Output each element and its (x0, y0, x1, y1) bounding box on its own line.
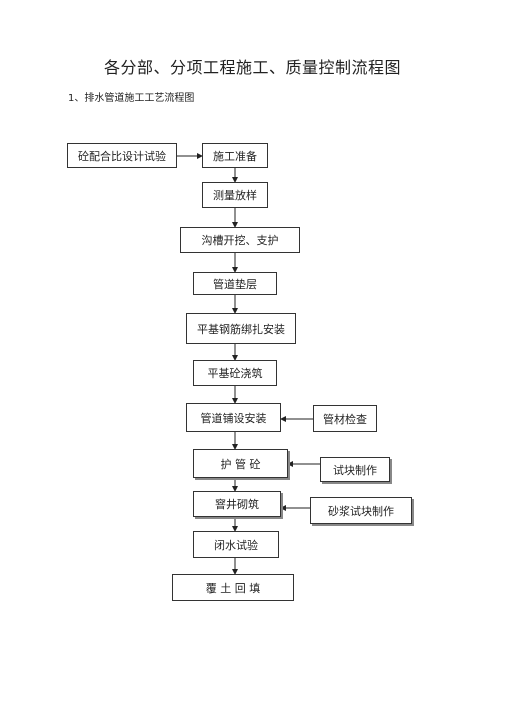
node-construction-prep: 施工准备 (202, 143, 268, 168)
node-trench-excavation: 沟槽开挖、支护 (180, 227, 300, 253)
node-test-block-making: 试块制作 (320, 457, 390, 482)
node-mortar-block-making: 砂浆试块制作 (310, 497, 412, 524)
node-base-concrete-pour: 平基砼浇筑 (193, 360, 277, 386)
node-pipe-cushion: 管道垫层 (193, 272, 277, 295)
node-survey-layout: 测量放样 (202, 182, 268, 208)
node-base-rebar-binding: 平基钢筋绑扎安装 (186, 313, 296, 344)
node-pipe-laying: 管道铺设安装 (186, 403, 281, 432)
page-title: 各分部、分项工程施工、质量控制流程图 (103, 58, 401, 77)
node-concrete-mix-test: 砼配合比设计试验 (67, 143, 177, 168)
node-pipe-inspection: 管材检查 (313, 405, 377, 432)
node-closed-water-test: 闭水试验 (193, 531, 279, 558)
node-pipe-protection-concrete: 护 管 砼 (193, 449, 288, 478)
node-manhole-masonry: 窨井砌筑 (193, 491, 281, 517)
node-backfill: 覆 土 回 填 (172, 574, 294, 601)
diagram-subtitle: 1、排水管道施工工艺流程图 (68, 93, 195, 104)
